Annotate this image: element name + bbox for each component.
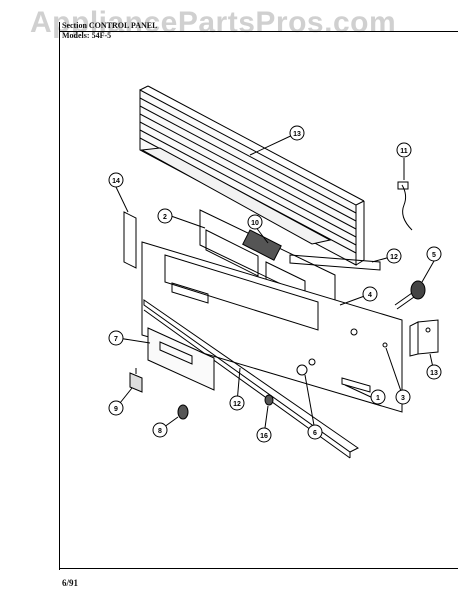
callout-10: 10 <box>251 220 259 227</box>
callout-7: 7 <box>114 336 118 343</box>
part-12-upper-channel <box>289 254 381 271</box>
part-8-knob <box>177 404 189 420</box>
watermark: AppliancePartsPros.com <box>30 6 397 39</box>
frame-left-rule <box>59 22 60 570</box>
callout-4: 4 <box>368 292 372 299</box>
callout-circles <box>108 125 442 443</box>
callout-2: 2 <box>163 214 167 221</box>
callout-1: 1 <box>376 395 380 402</box>
callout-3: 3 <box>401 395 405 402</box>
part-9-switch <box>129 368 143 393</box>
callout-13: 13 <box>293 131 301 138</box>
callout-6: 6 <box>313 430 317 437</box>
callout-5: 5 <box>432 252 436 259</box>
callout-14: 13 <box>430 370 438 377</box>
revision-date: 6/91 <box>62 578 79 588</box>
part-16-knob <box>264 394 274 406</box>
models-value: 54F-5 <box>91 31 112 40</box>
callout-9: 9 <box>114 406 118 413</box>
part-14-bracket <box>409 319 439 357</box>
part-7-overlay <box>147 327 215 391</box>
section-header: Section CONTROL PANEL <box>62 21 157 30</box>
models-header: Models: 54F-5 <box>62 31 111 40</box>
part-13-strip <box>140 147 332 245</box>
section-value: CONTROL PANEL <box>88 21 158 30</box>
frame-top-rule <box>59 31 458 32</box>
part-15-plate <box>123 211 137 269</box>
callout-12-upper: 12 <box>390 254 398 261</box>
callout-8: 8 <box>158 428 162 435</box>
callout-12-lower: 12 <box>233 401 241 408</box>
callout-15: 14 <box>112 178 120 185</box>
part-1-control-panel <box>141 241 403 413</box>
models-label: Models: <box>62 31 90 40</box>
part-5-knob <box>394 280 426 310</box>
callout-11: 11 <box>400 148 408 155</box>
callout-16: 16 <box>260 433 268 440</box>
part-11-wire <box>397 181 413 231</box>
section-label: Section <box>62 21 87 30</box>
frame-bottom-rule <box>59 568 458 569</box>
